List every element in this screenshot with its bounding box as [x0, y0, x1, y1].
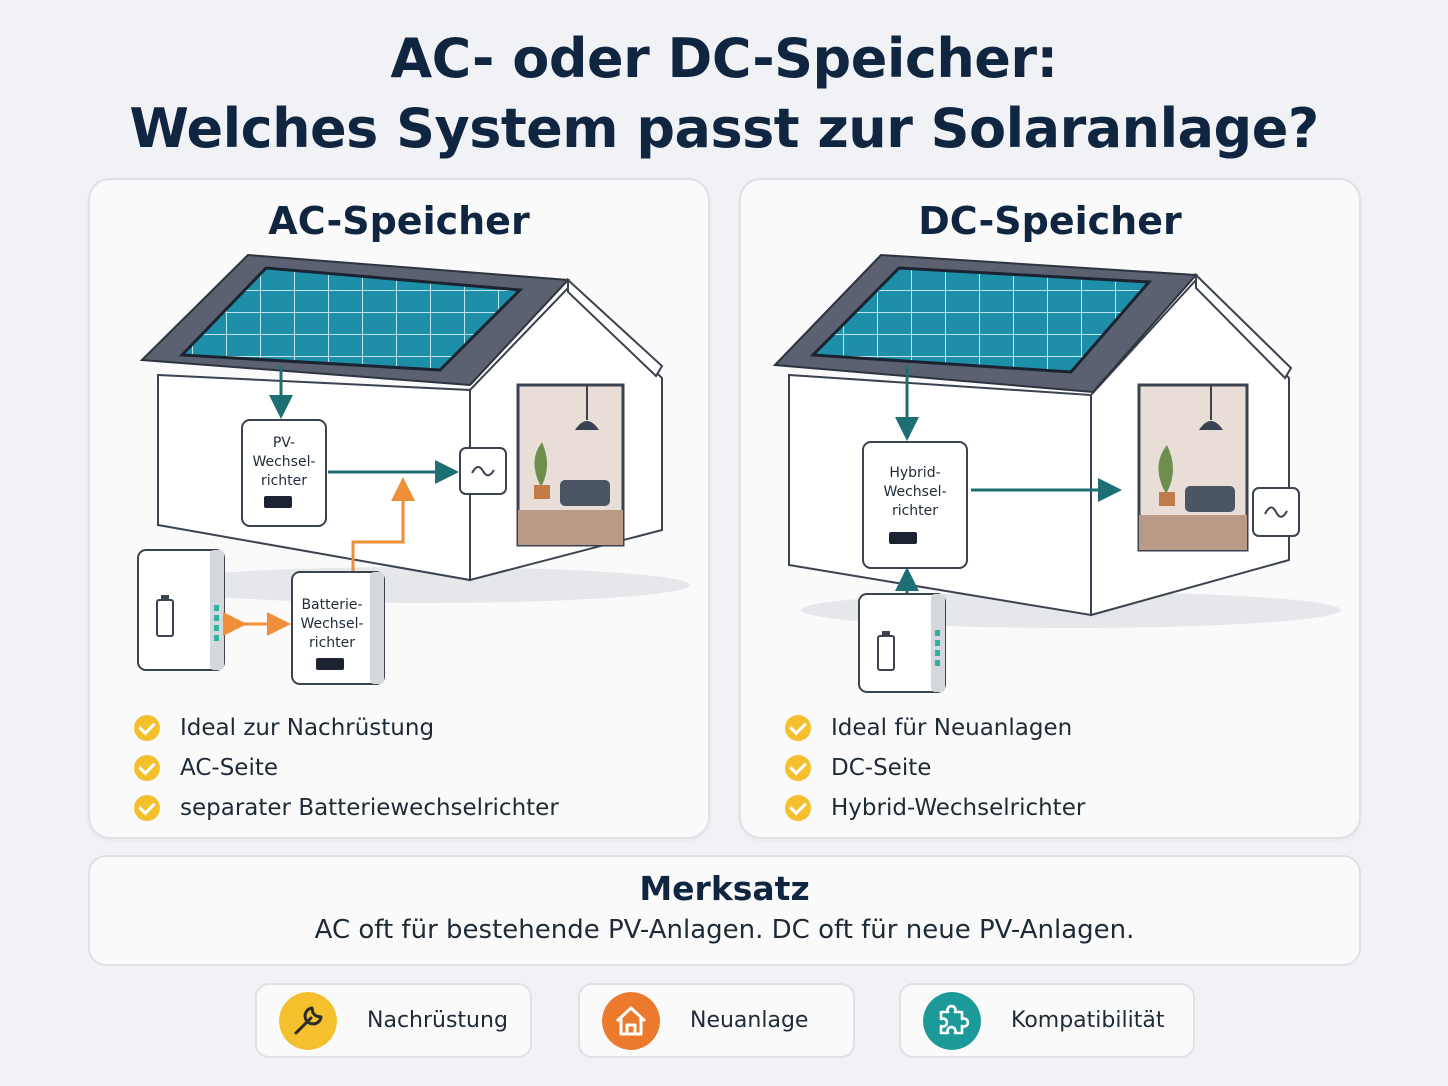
ac-house-diagram	[137, 253, 690, 685]
check-icon	[134, 795, 160, 821]
merksatz-box: Merksatz AC oft für bestehende PV-Anlage…	[88, 855, 1361, 966]
sofa-icon	[560, 480, 610, 506]
merksatz-title: Merksatz	[639, 869, 810, 908]
merksatz-text: AC oft für bestehende PV-Anlagen. DC oft…	[314, 915, 1135, 945]
list-item: DC-Seite	[785, 748, 1085, 788]
battery-led-indicator	[935, 630, 940, 666]
plant-icon	[534, 442, 547, 485]
check-icon	[134, 755, 160, 781]
sofa-icon	[1185, 486, 1235, 512]
pill-nachruestung[interactable]: Nachrüstung	[255, 983, 532, 1058]
pv-inverter-label: PV-Wechsel-richter	[252, 435, 316, 489]
house-icon	[602, 991, 660, 1050]
roof-edge	[1195, 272, 1293, 380]
dc-storage-card: DC-Speicher	[739, 178, 1361, 839]
battery-led-indicator	[214, 605, 219, 641]
check-icon	[785, 755, 811, 781]
roof-edge	[567, 277, 664, 378]
pv-inverter[interactable]	[241, 419, 327, 527]
battery-inverter-display	[316, 658, 344, 670]
pv-inverter-display	[264, 496, 292, 508]
solar-panel	[178, 266, 524, 372]
lamp-icon	[1199, 421, 1223, 430]
puzzle-icon	[923, 991, 981, 1050]
battery-inverter-label: Batterie-Wechsel-richter	[300, 597, 364, 651]
check-icon	[785, 795, 811, 821]
list-item: Ideal für Neuanlagen	[785, 708, 1085, 748]
ac-feature-list: Ideal zur Nachrüstung AC-Seite separater…	[134, 708, 559, 828]
lamp-icon	[575, 421, 599, 430]
pill-kompatibilitaet[interactable]: Kompatibilität	[899, 983, 1195, 1058]
list-item: separater Batteriewechselrichter	[134, 788, 559, 828]
page-title-line-1: AC- oder DC-Speicher:	[390, 27, 1058, 90]
ac-sine-icon	[1264, 506, 1288, 518]
ac-sine-icon	[471, 466, 495, 477]
ac-card-heading: AC-Speicher	[268, 199, 530, 243]
pill-label: Nachrüstung	[367, 1008, 508, 1033]
pill-label: Kompatibilität	[1011, 1008, 1165, 1033]
wrench-icon	[279, 991, 337, 1050]
dc-house-diagram	[772, 253, 1341, 693]
dc-card-heading: DC-Speicher	[918, 199, 1182, 243]
pill-label: Neuanlage	[690, 1008, 809, 1033]
ac-storage-card: AC-Speicher	[88, 178, 710, 839]
plant-icon	[1158, 445, 1173, 492]
list-item: AC-Seite	[134, 748, 559, 788]
ground-shadow	[150, 567, 690, 603]
hybrid-inverter-label: Hybrid-Wechsel-richter	[883, 465, 947, 519]
hybrid-inverter-display	[889, 532, 917, 544]
list-item: Hybrid-Wechselrichter	[785, 788, 1085, 828]
solar-panel	[809, 266, 1153, 374]
check-icon	[785, 715, 811, 741]
pill-neuanlage[interactable]: Neuanlage	[578, 983, 855, 1058]
dc-feature-list: Ideal für Neuanlagen DC-Seite Hybrid-Wec…	[785, 708, 1085, 828]
battery-to-ac-arrow	[351, 477, 415, 572]
list-item: Ideal zur Nachrüstung	[134, 708, 559, 748]
check-icon	[134, 715, 160, 741]
page-title-line-2: Welches System passt zur Solaranlage?	[129, 97, 1319, 160]
